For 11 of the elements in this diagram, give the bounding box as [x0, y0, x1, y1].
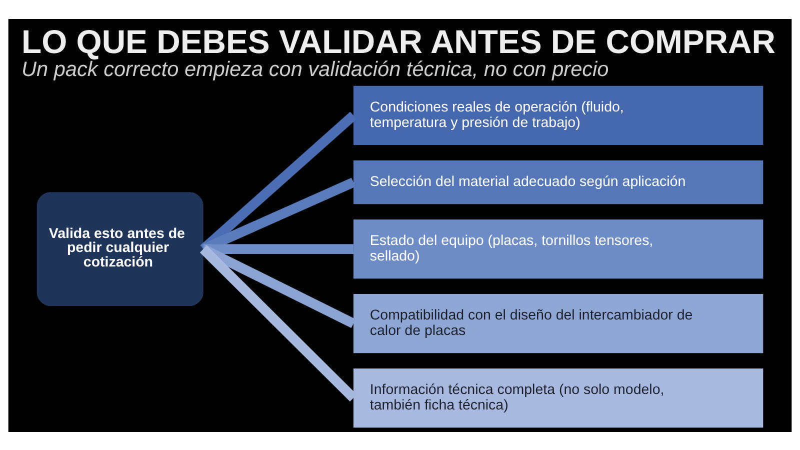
node-box: Condiciones reales de operación (fluido, temperatura y presión de trabajo)	[353, 85, 764, 144]
diagram-title: LO QUE DEBES VALIDAR ANTES DE COMPRAR	[22, 22, 776, 60]
node-box: Estado del equipo (placas, tornillos tensores, sellado)	[353, 218, 764, 278]
node-box: Compatibilidad con el diseño del intercambiador de calor de placas	[353, 293, 764, 353]
connector	[201, 177, 356, 254]
connector	[200, 111, 357, 252]
connector	[201, 244, 356, 328]
node-box: Información técnica completa (no solo modelo, también ficha técnica)	[353, 368, 764, 428]
node-box: Selección del material adecuado según aplicación	[353, 160, 764, 204]
connector	[203, 244, 354, 254]
node-box: Valida esto antes de pedir cualquier cotización	[36, 192, 204, 306]
